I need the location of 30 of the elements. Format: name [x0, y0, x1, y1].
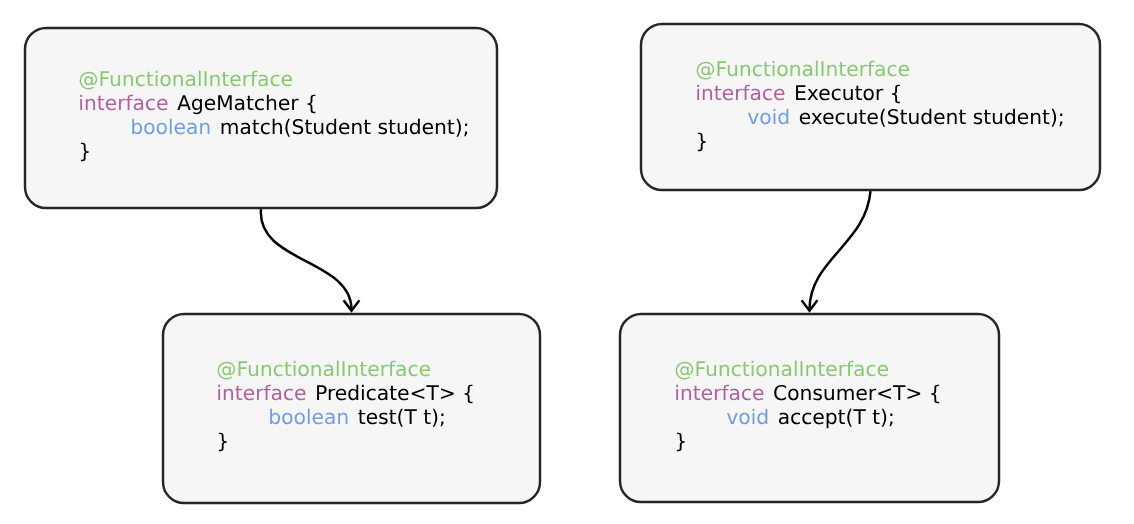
closing-brace: }	[218, 432, 227, 452]
keyword: interface	[80, 94, 168, 111]
annotation: @FunctionalInterface	[217, 360, 430, 380]
interface-name: AgeMatcher {	[177, 94, 316, 115]
closing-brace: }	[80, 142, 89, 162]
return-type: void	[747, 108, 789, 125]
method-signature: match(Student student);	[221, 118, 468, 137]
method-signature: accept(T t);	[778, 408, 893, 429]
return-type: void	[726, 408, 768, 425]
interface-name: Executor {	[796, 84, 900, 104]
arrow	[800, 191, 872, 313]
method-signature: test(T t);	[358, 408, 444, 427]
method-signature: execute(Student student);	[799, 108, 1063, 127]
code-box	[639, 22, 1102, 192]
return-type: boolean	[132, 118, 210, 135]
arrow	[259, 209, 361, 313]
keyword: interface	[676, 384, 764, 401]
keyword: interface	[697, 84, 785, 101]
closing-brace: }	[676, 432, 685, 452]
closing-brace: }	[697, 132, 706, 152]
annotation: @FunctionalInterface	[79, 70, 292, 90]
code-box	[161, 312, 542, 505]
return-type: boolean	[270, 408, 348, 425]
interface-name: Predicate<T> {	[317, 384, 473, 404]
annotation: @FunctionalInterface	[675, 360, 888, 380]
code-box	[23, 26, 499, 210]
annotation: @FunctionalInterface	[696, 60, 909, 80]
keyword: interface	[218, 384, 306, 401]
code-box	[618, 312, 1001, 504]
interface-name: Consumer<T> {	[774, 384, 940, 404]
